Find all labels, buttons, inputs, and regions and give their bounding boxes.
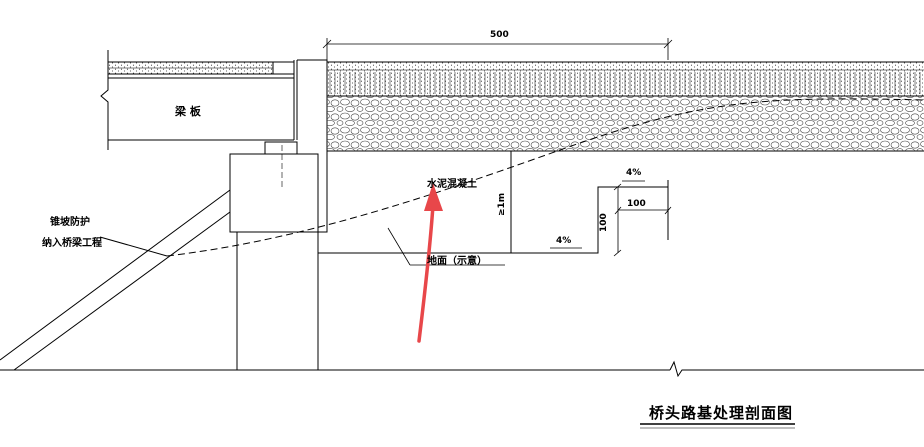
beam-slab (100, 50, 295, 150)
dimension-top-width-label: 500 (490, 30, 509, 40)
gravel-base-layer (327, 96, 924, 152)
pavement-layer (327, 61, 924, 97)
title-underline (640, 423, 795, 429)
height-min-label: ≥1m (497, 192, 507, 216)
dimension-top-width (322, 38, 673, 60)
red-annotation-arrow (417, 183, 443, 343)
slope-lower-label: 4% (556, 236, 572, 246)
step-width-label: 100 (627, 199, 646, 209)
slope-protection-label-1: 锥坡防护 (50, 217, 90, 228)
slope-protection-label-2: 纳入桥梁工程 (42, 238, 102, 249)
ground-label-leader (387, 227, 505, 266)
slope-marks (550, 180, 645, 249)
abutment (229, 59, 328, 370)
slope-upper-label: 4% (626, 168, 642, 178)
original-ground-curve (166, 98, 924, 257)
step-height-label: 100 (599, 213, 609, 232)
concrete-label: 水泥混凝土 (427, 179, 477, 190)
beam-slab-label: 梁 板 (175, 105, 201, 118)
dimension-step (613, 183, 672, 257)
drawing-title: 桥头路基处理剖面图 (649, 404, 794, 422)
ground-label: 地面（示意） (427, 256, 487, 267)
cone-slope (0, 189, 231, 371)
